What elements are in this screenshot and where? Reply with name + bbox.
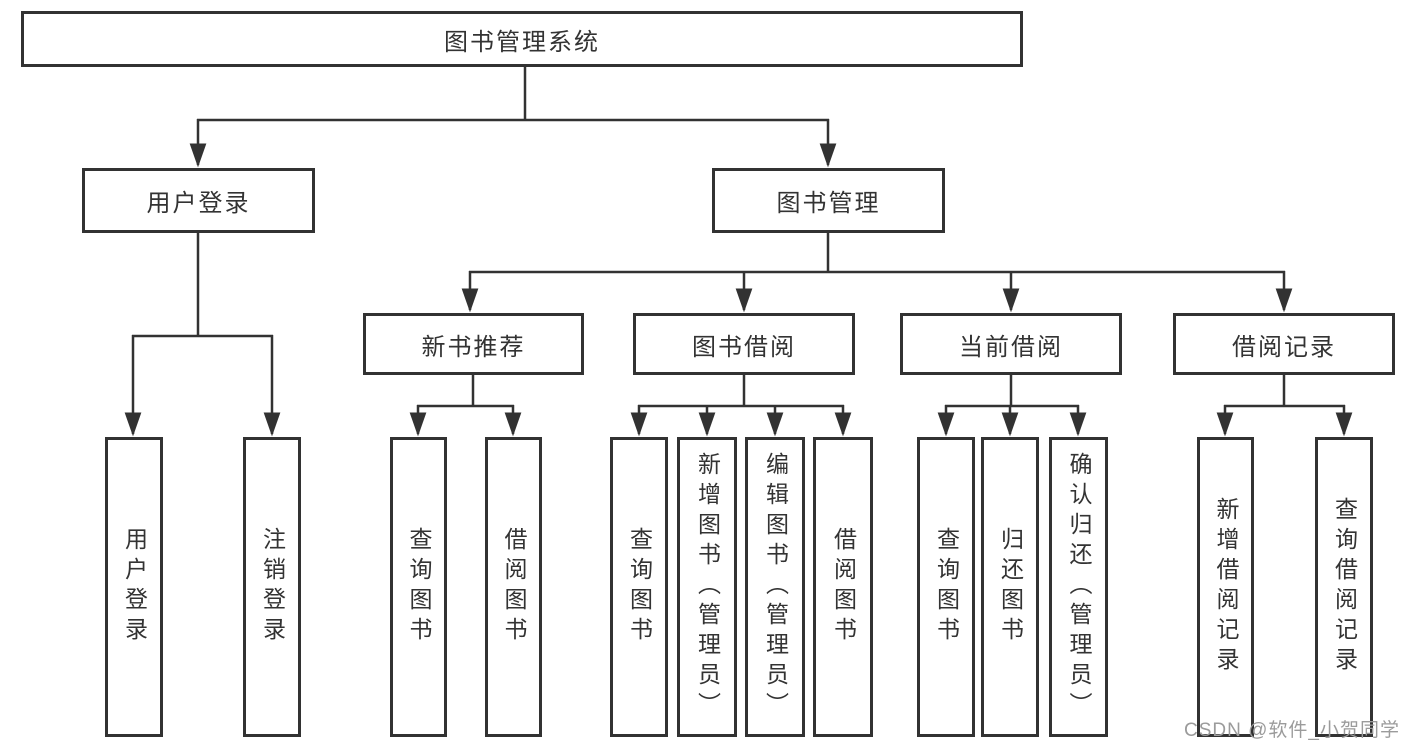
- node-root: 图书管理系统: [21, 11, 1023, 67]
- wire-new-book-branch: [409, 375, 522, 437]
- leaf-edit-book-admin: 编辑图书（管理员）: [745, 437, 805, 737]
- leaf-query-books-recommend-label: 查询图书: [406, 527, 432, 647]
- leaf-logout-label: 注销登录: [259, 527, 286, 647]
- leaf-confirm-return-admin-label: 确认归还（管理员）: [1066, 452, 1092, 722]
- leaf-query-books-borrow-label: 查询图书: [626, 527, 653, 647]
- wire-current-borrow-branch: [937, 375, 1087, 437]
- leaf-query-books-current: 查询图书: [917, 437, 975, 737]
- node-book-borrow: 图书借阅: [633, 313, 855, 375]
- node-book-management-label: 图书管理: [776, 190, 881, 217]
- leaf-borrow-books-label: 借阅图书: [830, 527, 857, 647]
- csdn-watermark: CSDN @软件_小贺同学: [1184, 720, 1400, 741]
- leaf-borrow-books-recommend: 借阅图书: [485, 437, 542, 737]
- leaf-add-book-admin: 新增图书（管理员）: [677, 437, 737, 737]
- leaf-borrow-books: 借阅图书: [813, 437, 873, 737]
- leaf-edit-book-admin-label: 编辑图书（管理员）: [762, 452, 789, 722]
- leaf-add-borrow-record-label: 新增借阅记录: [1213, 497, 1239, 677]
- leaf-user-login-label: 用户登录: [121, 527, 148, 647]
- leaf-query-books-current-label: 查询图书: [933, 527, 960, 647]
- leaf-logout: 注销登录: [243, 437, 301, 737]
- leaf-add-borrow-record: 新增借阅记录: [1197, 437, 1254, 737]
- wire-borrow-records-branch: [1216, 375, 1353, 437]
- leaf-query-borrow-record-label: 查询借阅记录: [1331, 497, 1358, 677]
- leaf-add-book-admin-label: 新增图书（管理员）: [694, 452, 721, 722]
- leaf-query-books-borrow: 查询图书: [610, 437, 668, 737]
- leaf-borrow-books-recommend-label: 借阅图书: [501, 527, 527, 647]
- leaf-query-borrow-record: 查询借阅记录: [1315, 437, 1373, 737]
- node-current-borrow-label: 当前借阅: [959, 333, 1063, 361]
- node-book-management: 图书管理: [712, 168, 945, 233]
- leaf-return-books: 归还图书: [981, 437, 1039, 737]
- leaf-query-books-recommend: 查询图书: [390, 437, 447, 737]
- node-new-book-recommend-label: 新书推荐: [421, 333, 526, 361]
- leaf-return-books-label: 归还图书: [997, 527, 1024, 647]
- node-borrow-records-label: 借阅记录: [1232, 333, 1336, 361]
- node-book-borrow-label: 图书借阅: [692, 333, 796, 361]
- wire-user-login-branch: [124, 233, 281, 437]
- leaf-confirm-return-admin: 确认归还（管理员）: [1049, 437, 1108, 737]
- node-user-login: 用户登录: [82, 168, 315, 233]
- leaf-user-login: 用户登录: [105, 437, 163, 737]
- wire-root-to-level2: [189, 67, 837, 168]
- node-user-login-label: 用户登录: [146, 190, 251, 217]
- wire-book-management-branch: [461, 233, 1293, 313]
- node-current-borrow: 当前借阅: [900, 313, 1122, 375]
- node-new-book-recommend: 新书推荐: [363, 313, 584, 375]
- wire-book-borrow-branch: [630, 375, 852, 437]
- node-root-label: 图书管理系统: [444, 28, 600, 56]
- node-borrow-records: 借阅记录: [1173, 313, 1395, 375]
